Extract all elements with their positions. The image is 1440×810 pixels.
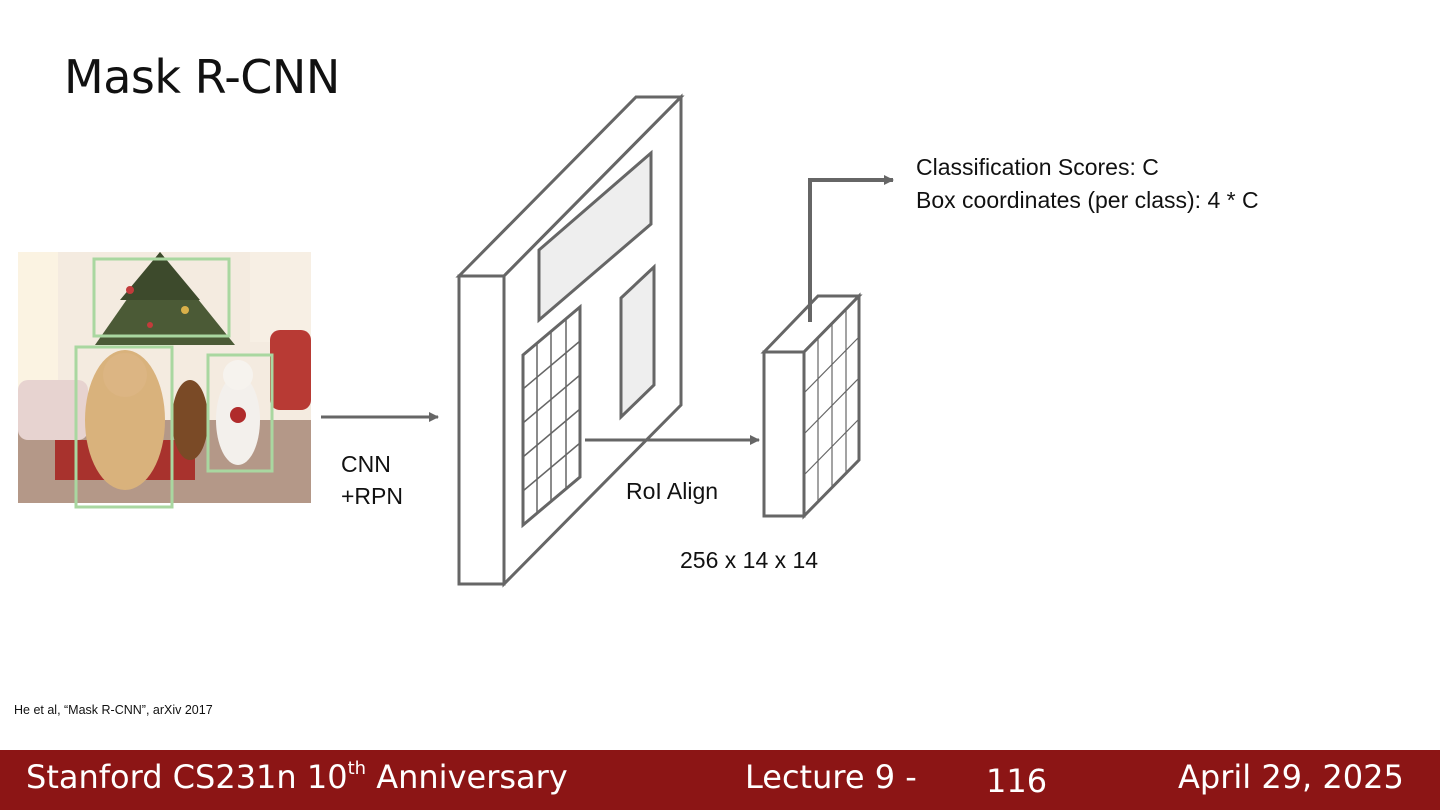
citation: He et al, “Mask R-CNN”, arXiv 2017 bbox=[14, 703, 213, 717]
label-cnn: CNN bbox=[341, 451, 391, 477]
proposal-region-top bbox=[537, 149, 653, 324]
arrow-output bbox=[808, 175, 894, 322]
mask-rcnn-diagram bbox=[18, 93, 894, 588]
label-feature-size: 256 x 14 x 14 bbox=[680, 547, 819, 573]
proposal-region-right bbox=[619, 263, 656, 421]
slide-title: Mask R-CNN bbox=[64, 50, 340, 104]
bbox-cat bbox=[206, 353, 274, 473]
roi-feature-box bbox=[760, 292, 863, 520]
label-classification: Classification Scores: C bbox=[916, 154, 1159, 180]
footer-course-suffix: Anniversary bbox=[366, 758, 568, 796]
input-photo bbox=[18, 252, 311, 503]
roi-grid bbox=[521, 303, 582, 529]
footer-course-name: Stanford CS231n 10 bbox=[26, 758, 348, 796]
footer-page-number: 116 bbox=[986, 762, 1048, 800]
footer-date: April 29, 2025 bbox=[1178, 758, 1404, 796]
bbox-tree bbox=[92, 257, 231, 338]
label-box-coords: Box coordinates (per class): 4 * C bbox=[916, 187, 1259, 213]
label-roi-align: RoI Align bbox=[626, 478, 719, 504]
footer-bar: Stanford CS231n 10th Anniversary Lecture… bbox=[0, 750, 1440, 810]
footer-course-sup: th bbox=[347, 758, 367, 779]
label-rpn: +RPN bbox=[341, 483, 403, 509]
bbox-dog bbox=[74, 345, 174, 509]
footer-course: Stanford CS231n 10th Anniversary bbox=[26, 758, 568, 796]
footer-lecture: Lecture 9 - bbox=[745, 758, 917, 796]
